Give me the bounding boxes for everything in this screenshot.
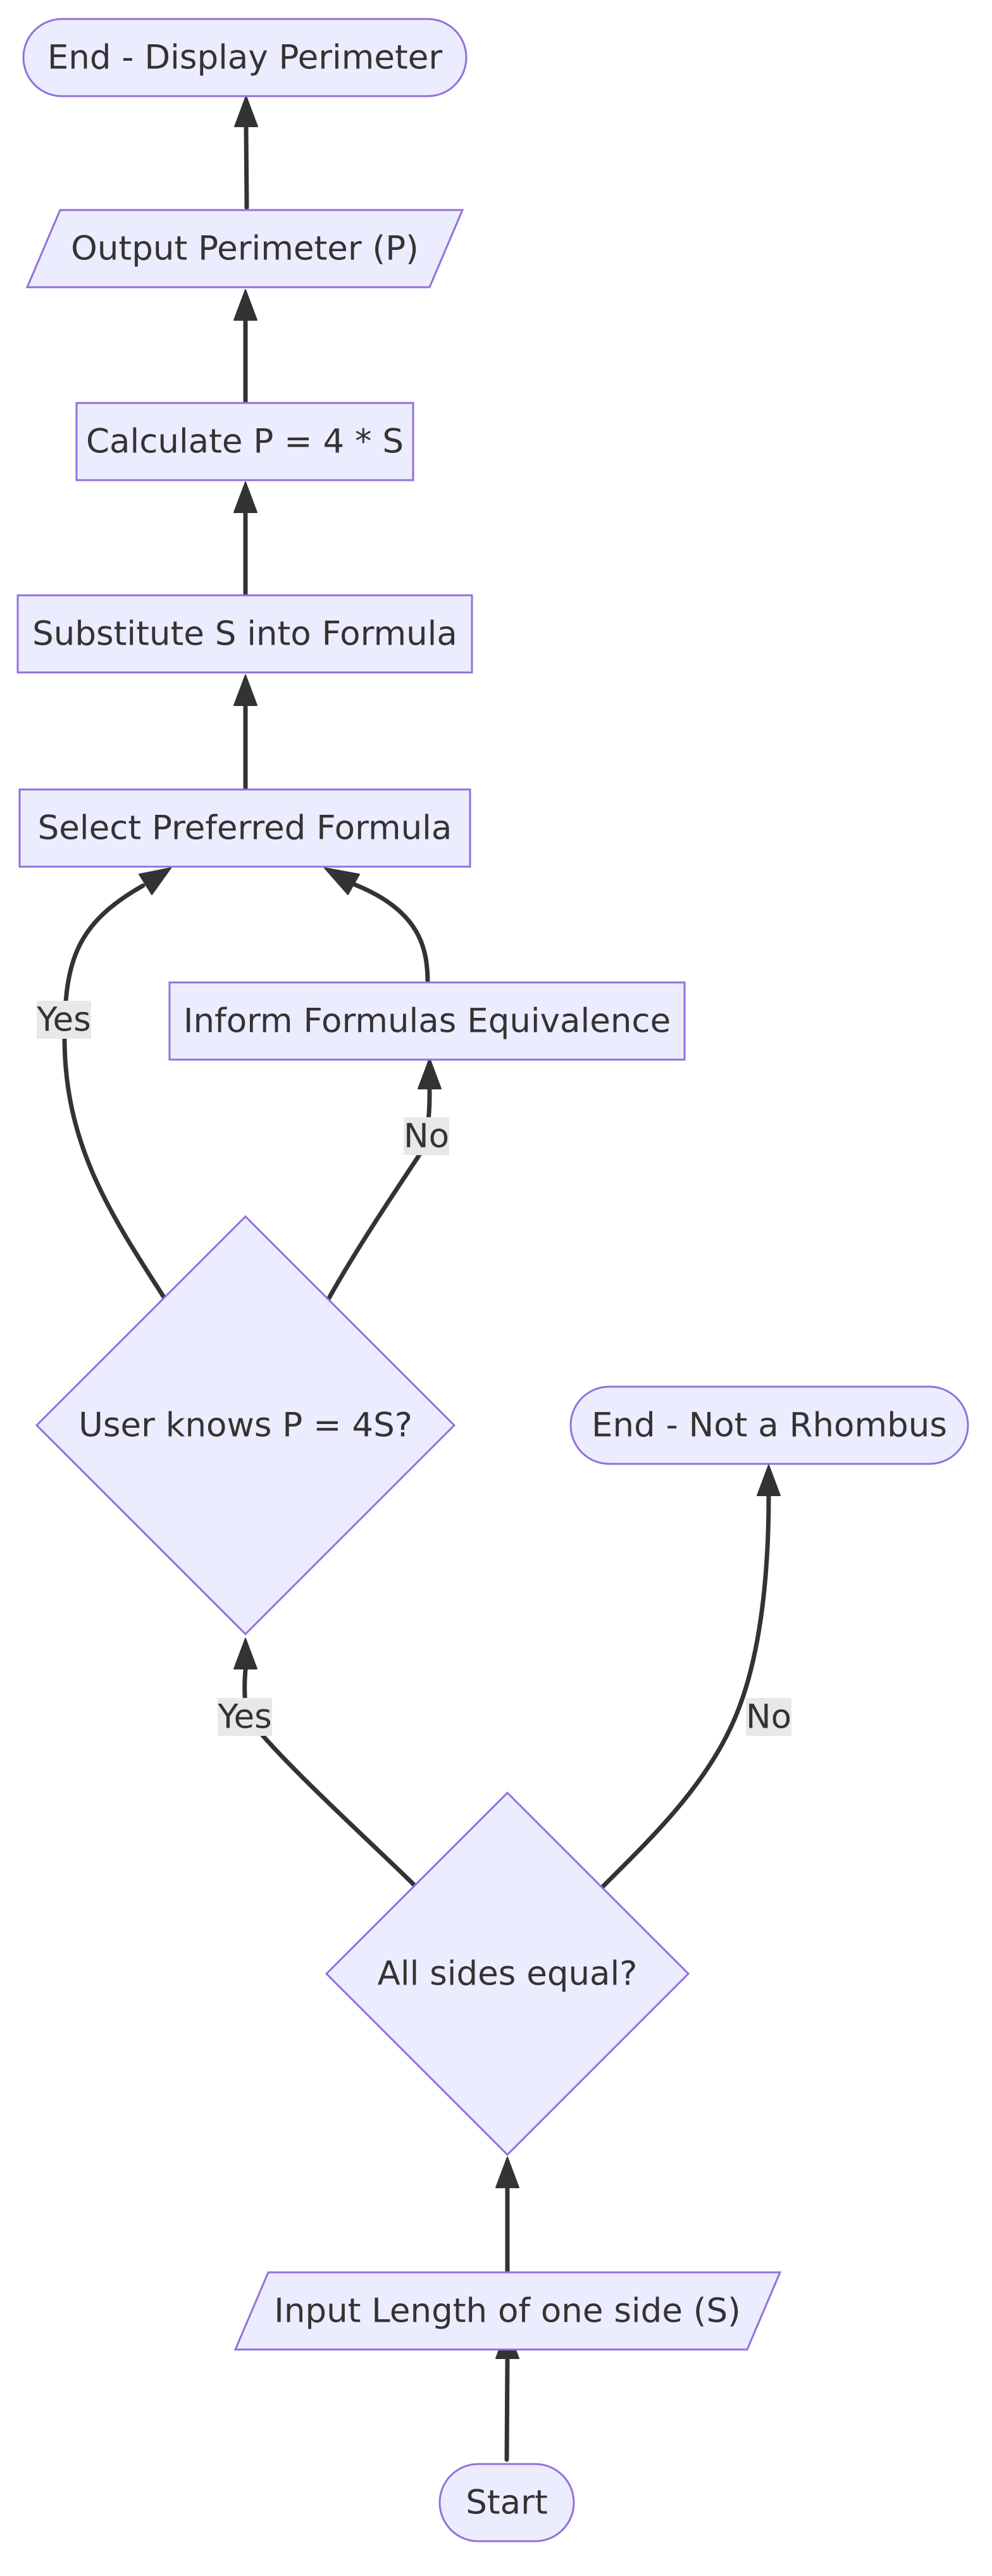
arrow-userknows-to-inform bbox=[418, 1058, 442, 1089]
node-substitute: Substitute S into Formula bbox=[16, 594, 473, 674]
arrow-decision-to-notrhombus bbox=[757, 1464, 781, 1496]
node-end-not-rhombus-label: End - Not a Rhombus bbox=[592, 1406, 947, 1445]
node-end-not-rhombus: End - Not a Rhombus bbox=[569, 1385, 969, 1465]
node-input-length-label: Input Length of one side (S) bbox=[274, 2292, 741, 2331]
edges bbox=[62, 96, 781, 2462]
node-all-sides-equal-decision-label: All sides equal? bbox=[378, 1955, 638, 1993]
edge-userknows-to-inform bbox=[326, 1087, 432, 1301]
node-select-formula: Select Preferred Formula bbox=[18, 788, 471, 868]
node-user-knows-decision: User knows P = 4S? bbox=[35, 1215, 456, 1636]
arrow-decision-to-userknows bbox=[233, 1638, 257, 1669]
node-all-sides-equal-decision: All sides equal? bbox=[325, 1791, 690, 2157]
edge-label-user-yes: Yes bbox=[217, 1698, 272, 1737]
arrow-userknows-to-select bbox=[139, 867, 171, 895]
node-inform-equivalence-label: Inform Formulas Equivalence bbox=[183, 1002, 671, 1041]
edge-label-select-yes-text: Yes bbox=[36, 1001, 91, 1039]
edge-label-user-yes-text: Yes bbox=[217, 1698, 272, 1737]
edge-inform-to-select bbox=[352, 882, 430, 986]
node-calculate: Calculate P = 4 * S bbox=[75, 402, 414, 481]
edge-label-inform-no-text: No bbox=[404, 1117, 449, 1156]
edge-userknows-to-select bbox=[62, 883, 167, 1301]
nodes: End - Display Perimeter Output Perimeter… bbox=[16, 18, 969, 2542]
node-start: Start bbox=[438, 2463, 575, 2542]
arrow-inform-to-select bbox=[324, 867, 360, 895]
node-substitute-label: Substitute S into Formula bbox=[32, 615, 457, 653]
node-end-display-perimeter: End - Display Perimeter bbox=[22, 18, 468, 97]
arrow-select-to-substitute bbox=[233, 674, 257, 706]
node-calculate-label: Calculate P = 4 * S bbox=[86, 423, 404, 461]
edge-decision-to-userknows bbox=[242, 1668, 417, 1888]
edge-label-inform-no: No bbox=[404, 1117, 449, 1156]
edge-decision-to-notrhombus bbox=[600, 1494, 771, 1889]
node-user-knows-decision-label: User knows P = 4S? bbox=[78, 1406, 412, 1445]
node-output-perimeter: Output Perimeter (P) bbox=[25, 209, 464, 288]
node-start-label: Start bbox=[466, 2484, 547, 2522]
node-end-display-perimeter-label: End - Display Perimeter bbox=[47, 39, 443, 77]
edge-label-select-yes: Yes bbox=[36, 1001, 91, 1039]
edge-labels: Yes No Yes No bbox=[36, 1001, 791, 1737]
node-select-formula-label: Select Preferred Formula bbox=[38, 809, 452, 848]
edge-output-to-end bbox=[244, 125, 249, 210]
arrow-substitute-to-calculate bbox=[233, 481, 257, 513]
node-inform-equivalence: Inform Formulas Equivalence bbox=[168, 981, 686, 1061]
arrow-calculate-to-output bbox=[233, 289, 257, 321]
arrow-output-to-end bbox=[234, 96, 258, 127]
edge-label-rhombus-no: No bbox=[746, 1698, 791, 1737]
node-input-length: Input Length of one side (S) bbox=[233, 2271, 782, 2351]
arrow-input-to-decision bbox=[495, 2157, 519, 2188]
node-output-perimeter-label: Output Perimeter (P) bbox=[71, 230, 419, 268]
edge-label-rhombus-no-text: No bbox=[746, 1698, 791, 1737]
